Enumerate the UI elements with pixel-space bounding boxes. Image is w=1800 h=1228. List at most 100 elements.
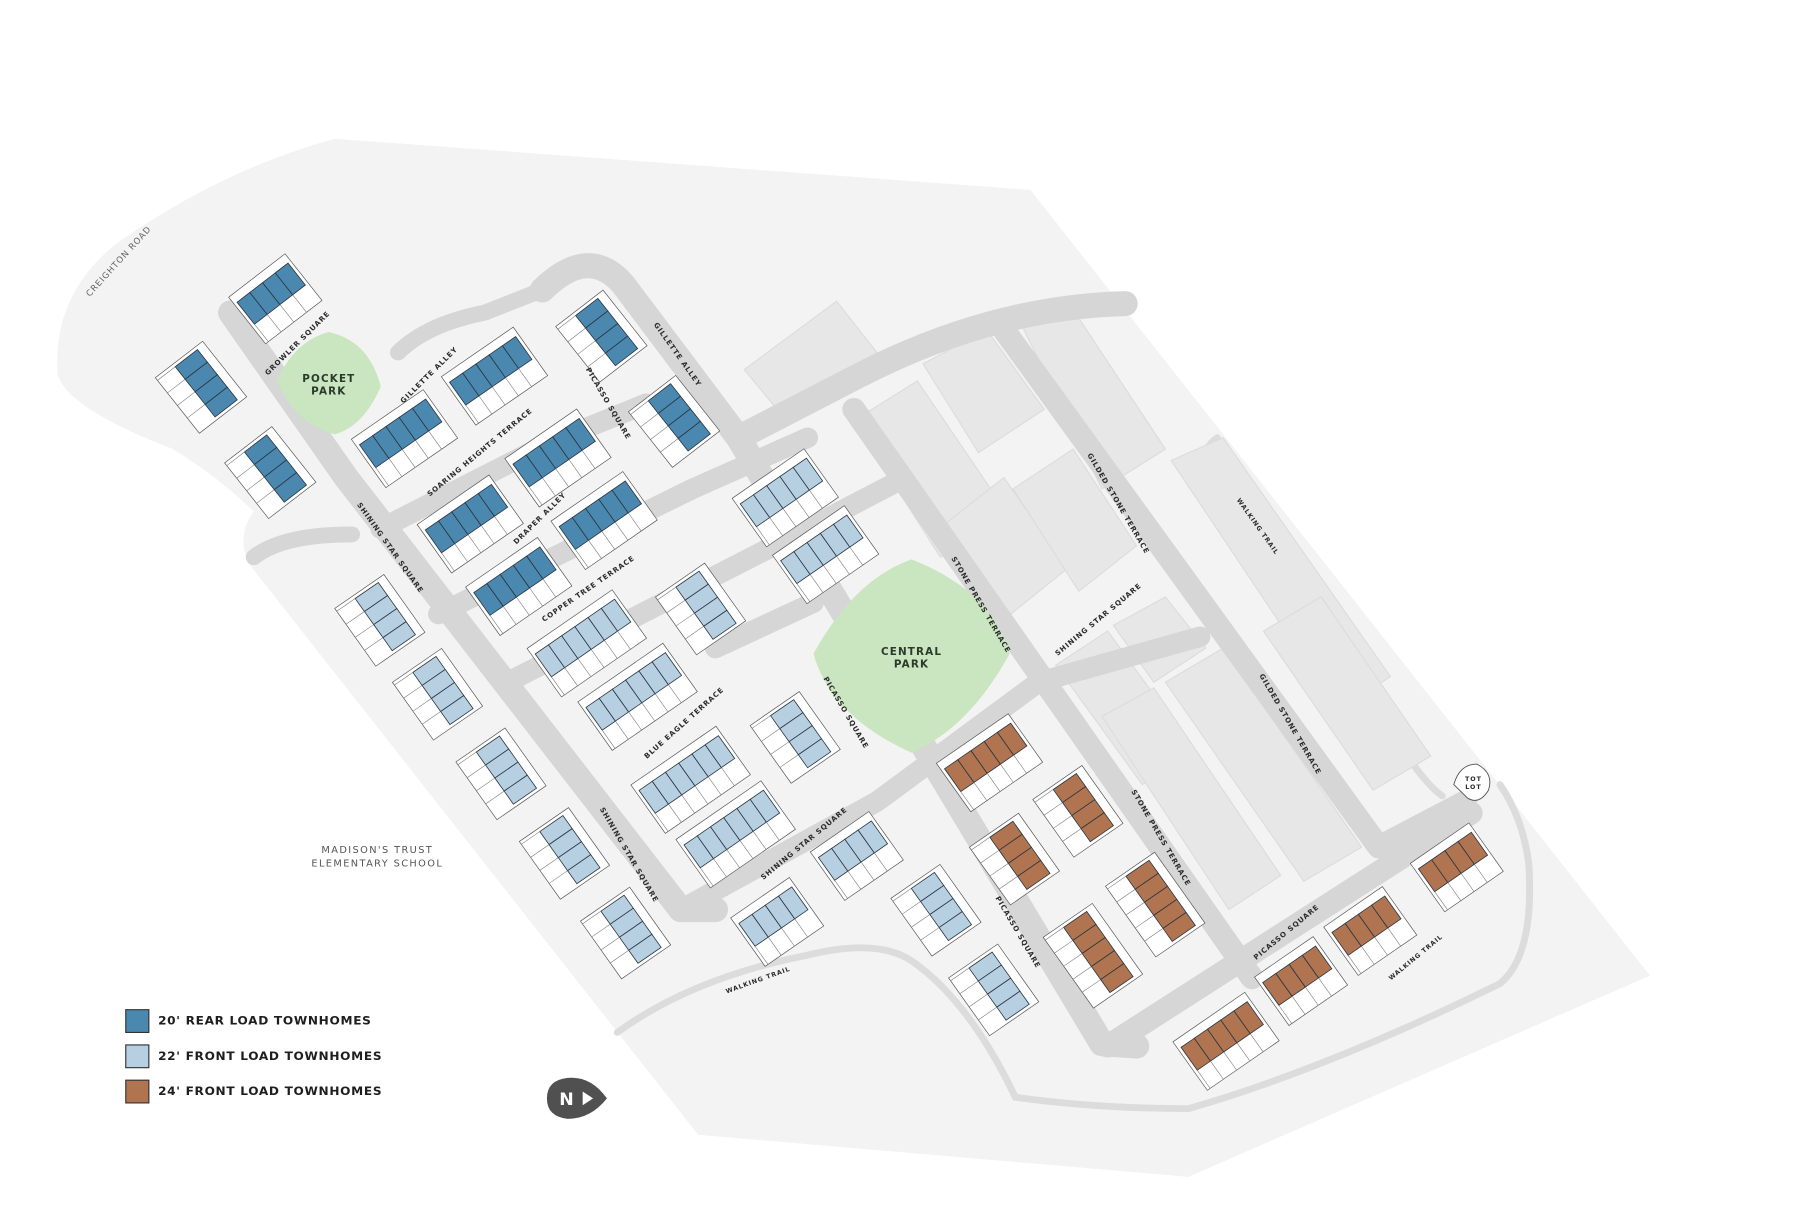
lot-divider [1387,927,1401,947]
townhome-unit[interactable] [567,854,601,885]
townhome-unit[interactable] [604,335,639,367]
townhome-unit[interactable] [1100,963,1134,994]
lot-divider [1223,1051,1237,1071]
townhome-unit[interactable] [797,738,832,769]
townhome-cluster-front-load-22 [809,811,904,901]
lot-divider [601,730,616,749]
lot-divider [971,837,990,851]
lot-divider [666,599,686,614]
legend-label: 22' FRONT LOAD TOWNHOMES [158,1049,382,1063]
lot-divider [1144,928,1164,942]
lot-divider [530,844,550,858]
lot-divider [989,863,1009,877]
lot-divider [1107,875,1127,890]
townhome-cluster-front-load-24 [968,812,1061,906]
lot-divider [781,927,795,947]
lot-divider [590,649,605,668]
townhome-unit[interactable] [204,386,238,418]
townhome-unit[interactable] [1457,831,1489,865]
lot-divider [157,366,176,381]
townhome-unit[interactable] [1162,911,1196,942]
townhome-unit[interactable] [526,546,557,580]
townhome-unit[interactable] [996,722,1028,756]
townhome-unit[interactable] [703,609,737,640]
lot-divider [849,546,863,566]
townhome-unit[interactable] [382,621,416,652]
lot-divider [980,850,1000,864]
townhome-unit[interactable] [565,417,596,451]
lot-divider [555,468,569,487]
townhome-unit[interactable] [792,457,824,491]
townhome-unit[interactable] [704,735,736,769]
townhome-unit[interactable] [938,911,973,942]
lot-divider [604,640,618,659]
lot-divider [480,525,495,544]
lot-divider [640,413,659,428]
townhome-unit[interactable] [477,483,509,517]
townhome-unit[interactable] [1080,812,1115,843]
lot-divider [345,611,365,625]
lot-divider [700,867,714,887]
townhome-cluster-front-load-22 [577,642,698,751]
lot-divider [920,927,940,941]
lot-divider [628,512,642,532]
townhome-unit[interactable] [1233,1001,1264,1035]
townhome-cluster-front-load-24 [1323,886,1418,976]
townhome-unit[interactable] [1017,859,1051,890]
lot-divider [415,439,429,459]
townhome-cluster-front-load-22 [630,725,751,834]
lot-divider [494,516,508,535]
townhome-unit[interactable] [273,471,308,503]
lot-divider [601,530,615,550]
townhome-unit[interactable] [611,480,643,514]
townhome-unit[interactable] [996,990,1030,1021]
lot-divider [713,858,727,878]
townhome-unit[interactable] [833,514,864,548]
lot-divider [254,324,269,342]
lot-divider [1082,979,1101,993]
lot-divider [630,400,649,415]
lot-divider [655,813,669,832]
lot-divider [177,391,196,406]
townhome-unit[interactable] [600,598,632,632]
lot-divider [412,698,432,712]
townhome-unit[interactable] [411,398,443,432]
townhome-cluster-rear-load-20 [550,471,658,571]
townhome-cluster-front-load-24 [1172,991,1280,1091]
townhome-unit[interactable] [857,820,889,854]
townhome-unit[interactable] [1301,945,1333,979]
lot-divider [721,767,735,786]
townhome-cluster-front-load-22 [749,691,841,784]
townhome-unit[interactable] [503,774,538,805]
lot-divider [641,702,656,722]
legend: 20' REAR LOAD TOWNHOMES 22' FRONT LOAD T… [125,1009,382,1104]
lot-divider [529,587,543,607]
townhome-unit[interactable] [501,336,533,370]
lot-divider [1054,940,1074,954]
townhome-unit[interactable] [677,420,711,452]
townhome-cluster-front-load-24 [935,713,1044,813]
tot-lot-label: TOT [1465,776,1482,783]
townhome-unit[interactable] [628,933,662,964]
townhome-unit[interactable] [749,789,781,823]
lot-divider [542,477,556,497]
lot-divider [610,950,629,964]
townhome-unit[interactable] [1371,895,1402,929]
lot-divider [834,880,848,899]
townhome-unit[interactable] [777,886,809,920]
townhome-cluster-front-load-24 [1409,822,1504,913]
lot-divider [660,438,679,453]
lot-divider [1434,891,1448,910]
pocket-park-label: POCKET [302,373,355,385]
lot-divider [681,794,695,814]
lot-divider [782,508,797,527]
central-park [813,559,1010,753]
lot-divider [668,684,682,703]
townhome-unit[interactable] [274,262,306,296]
lot-divider [726,849,740,868]
townhome-cluster-front-load-22 [518,807,611,900]
townhome-unit[interactable] [440,694,474,726]
townhome-lots [154,253,1504,1091]
townhome-unit[interactable] [651,652,683,686]
